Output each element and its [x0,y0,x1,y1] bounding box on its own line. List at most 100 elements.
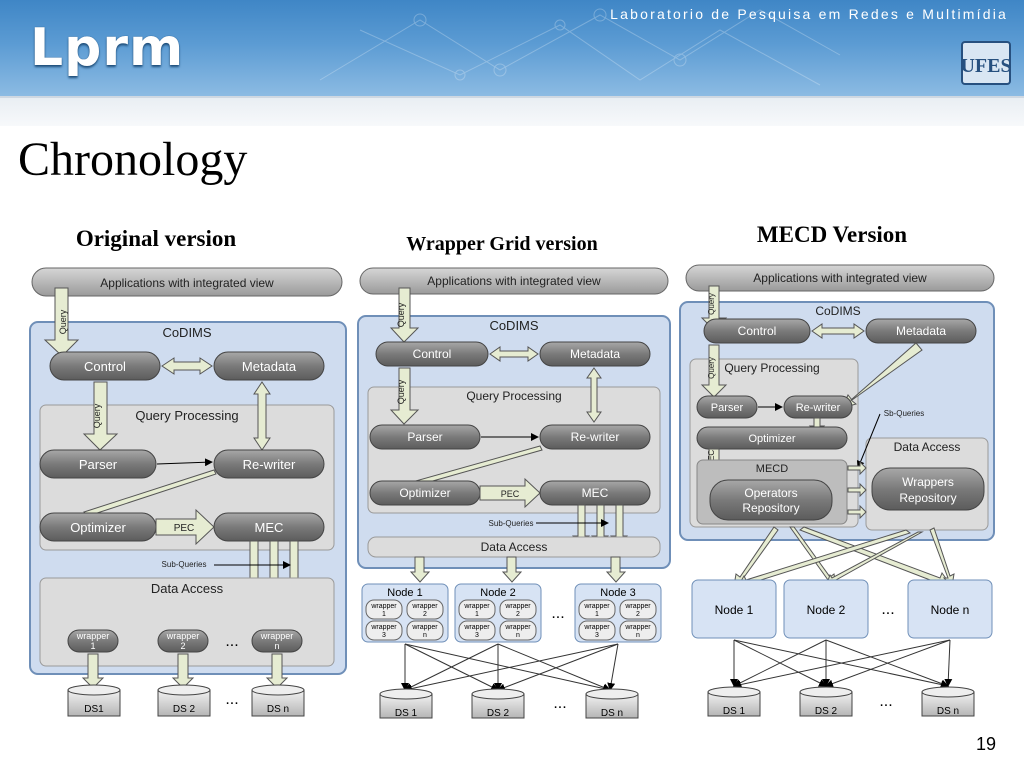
diagram-mecd: MECD Version Applications with integrate… [679,222,995,717]
diagram-label: Node 1 [387,587,422,599]
mecd-data-sources: DS 1 DS 2 DS n ... [707,686,975,717]
lab-name: Laboratorio de Pesquisa em Redes e Multi… [610,6,1008,22]
diagram-label: wrapper [583,624,610,631]
diagram-label: CoDIMS [815,304,860,318]
diagram-label: Sb-Queries [884,409,924,418]
diagram-label: Query [396,302,406,327]
diagram-label: Wrappers [902,475,954,489]
diagram-label: wrapper [166,631,200,641]
diagram-label: Node 2 [807,603,846,617]
original-mec [213,512,325,542]
diagram-label: wrapper [370,603,397,610]
diagram-label: Optimizer [748,433,795,445]
diagram-label: Re-writer [796,402,841,414]
diagram-label: Parser [79,457,118,472]
diagram-label: 1 [382,611,386,618]
diagram-label: ... [225,633,238,650]
diagram-label: DS 1 [395,708,418,719]
diagram-label: Data Access [481,540,548,554]
diagram-label: Query Processing [724,361,819,375]
diagram-label: PEC [707,450,716,467]
diagram-label: Metadata [570,347,620,361]
diagram-label: PEC [501,489,520,499]
diagram-label: Control [413,347,452,361]
diagram-label: DS 2 [173,704,196,715]
diagram-wrapper-grid: Wrapper Grid version Applications with i… [357,233,671,719]
mecd-title: MECD Version [757,222,907,247]
diagram-label: wrapper [504,624,531,631]
diagram-label: ... [553,695,566,712]
original-control [49,351,161,381]
diagram-label: n [423,632,427,639]
diagram-label: Query [396,379,406,404]
mecd-node-n [907,579,993,639]
original-apps-bar [31,267,343,297]
diagram-label: Node n [931,603,970,617]
mecd-mesh [730,639,953,689]
wrappers-repository [871,467,985,511]
diagram-label: n [636,632,640,639]
diagram-label: Repository [742,501,799,515]
diagram-label: 1 [90,641,95,651]
diagram-label: Data Access [151,581,224,596]
mecd-node-2 [783,579,869,639]
diagram-label: 3 [382,632,386,639]
diagram-label: n [274,641,279,651]
diagram-label: PEC [174,523,195,534]
diagram-label: DS 2 [815,706,838,717]
diagram-label: ... [225,691,238,708]
diagram-label: Re-writer [243,457,296,472]
diagram-label: Applications with integrated view [427,274,601,288]
diagram-label: Query [707,357,716,379]
diagram-label: Metadata [242,359,297,374]
diagram-label: DS 1 [723,706,746,717]
wrapper-grid-title: Wrapper Grid version [406,233,597,255]
original-title: Original version [76,226,237,251]
diagram-label: 2 [516,611,520,618]
original-metadata [213,351,325,381]
diagram-label: 2 [423,611,427,618]
diagram-label: 2 [636,611,640,618]
wg-data-sources: DS 1 DS 2 DS n ... [379,688,639,719]
diagram-label: ... [551,605,564,622]
diagram-label: 1 [595,611,599,618]
original-query-arrow [43,287,80,357]
diagram-label: wrapper [463,603,490,610]
diagram-label: Operators [744,486,797,500]
banner-network-graphic [319,8,841,86]
diagram-original: Original version Applications with integ… [29,226,347,717]
diagram-label: ... [881,601,894,618]
diagram-label: wrapper [370,624,397,631]
diagram-label: wrapper [411,624,438,631]
diagram-label: wrapper [411,603,438,610]
diagram-label: DS n [601,708,623,719]
diagram-label: 3 [595,632,599,639]
diagram-label: CoDIMS [162,325,211,340]
lprm-logo: Lprm [30,18,185,78]
diagram-label: DS 2 [487,708,510,719]
header-banner: Lprm Laboratorio de Pesquisa em Redes e … [0,0,1024,96]
svg-text:UFES: UFES [960,55,1011,77]
diagram-label: MEC [582,486,609,500]
diagram-label: wrapper [624,624,651,631]
ufes-logo: UFES [960,41,1012,85]
diagram-label: Query Processing [466,389,561,403]
original-data-sources: DS1 DS 2 DS n ... [67,684,305,717]
diagram-label: ... [879,693,892,710]
diagram-label: wrapper [583,603,610,610]
diagram-label: wrapper [624,603,651,610]
diagram-label: Query [92,403,102,428]
diagram-label: MEC [255,520,284,535]
diagram-label: DS n [267,704,289,715]
diagram-label: MECD [756,463,788,475]
header-strip [0,96,1024,126]
diagram-label: Applications with integrated view [100,276,274,290]
diagram-label: DS1 [84,704,104,715]
diagram-label: Parser [711,402,744,414]
diagram-label: 1 [475,611,479,618]
diagram-label: 2 [180,641,185,651]
slide-title: Chronology [18,133,248,186]
diagram-label: wrapper [504,603,531,610]
original-rewriter [213,449,325,479]
